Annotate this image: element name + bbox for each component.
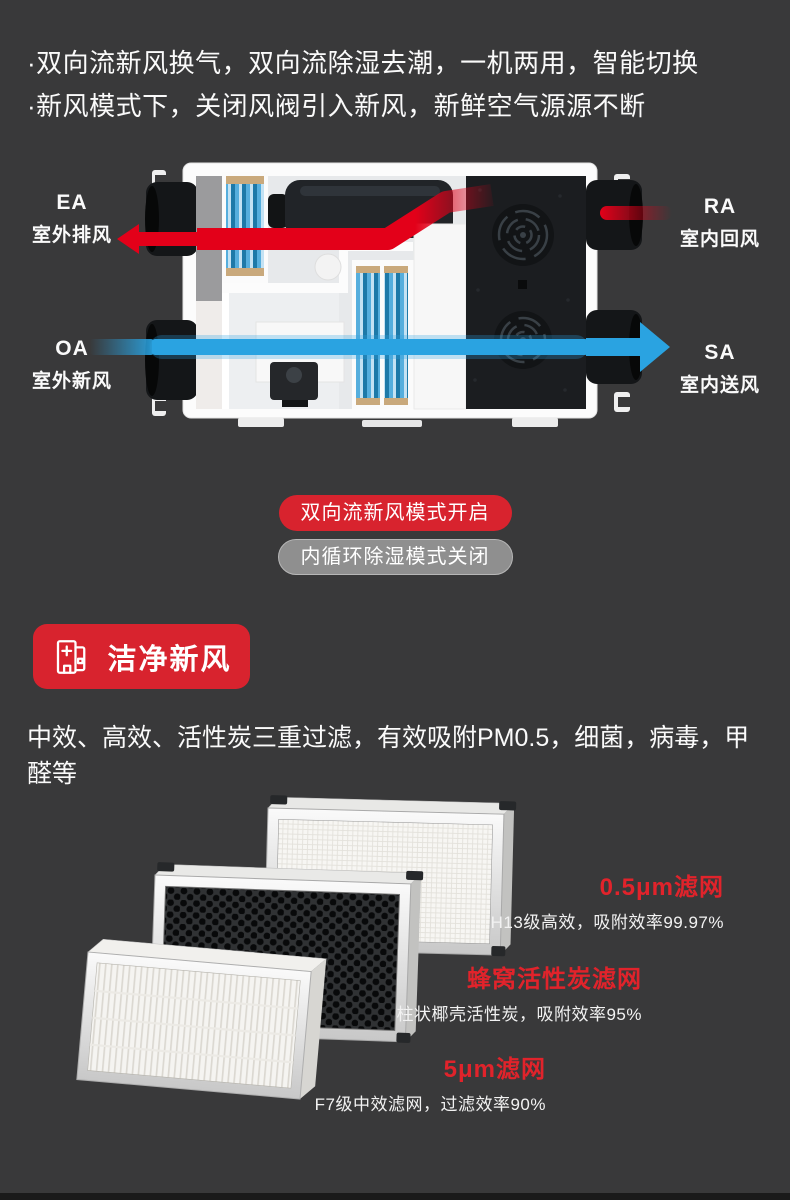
filter-detail: 柱状椰壳活性炭，吸附效率95% <box>396 1005 642 1024</box>
port-label-ea: EA 室外排风 <box>26 190 118 248</box>
mode-status: 双向流新风模式开启 内循环除湿模式关闭 <box>0 495 790 583</box>
port-name: 室内回风 <box>679 229 760 250</box>
ea-arrow <box>117 224 197 254</box>
port-code: EA <box>56 191 88 214</box>
bottom-divider <box>0 1193 790 1200</box>
intro-line-1: ·双向流新风换气，双向流除湿去潮，一机两用，智能切换 <box>27 48 699 78</box>
port-name: 室内送风 <box>679 375 760 396</box>
filter-detail: F7级中效滤网，过滤效率90% <box>314 1095 546 1114</box>
ventilation-unit-illustration <box>90 162 672 427</box>
filter-label-carbon: 蜂窝活性炭滤网 柱状椰壳活性炭，吸附效率95% <box>396 966 642 1025</box>
port-code: RA <box>703 195 737 218</box>
heat-exchanger-coil-2 <box>352 260 414 409</box>
port-code: SA <box>704 341 736 364</box>
interior-components <box>196 172 586 410</box>
fan-panel <box>466 176 586 409</box>
port-name: 室外新风 <box>31 371 112 392</box>
filter-title: 0.5μm滤网 <box>599 874 724 901</box>
port-code: OA <box>55 337 89 360</box>
filter-showcase: 0.5μm滤网 H13级高效，吸附效率99.97% 蜂窝活性炭滤网 柱状椰壳活性… <box>0 780 790 1150</box>
mode-pill-dehumidify-off: 内循环除湿模式关闭 <box>277 539 513 575</box>
intro-line-2: ·新风模式下，关闭风阀引入新风，新鲜空气源源不断 <box>27 91 646 121</box>
sa-arrow <box>586 322 670 372</box>
exhaust-airflow-path <box>197 184 494 250</box>
port-label-ra: RA 室内回风 <box>676 194 764 252</box>
port-label-oa: OA 室外新风 <box>26 336 118 394</box>
blower-inlet <box>314 253 342 281</box>
feature-description: 中效、高效、活性炭三重过滤，有效吸附PM0.5，细菌，病毒，甲醛等 <box>27 724 750 788</box>
badge-label: 洁净新风 <box>107 643 232 676</box>
clean-air-badge: 洁净新风 <box>33 624 250 689</box>
airflow-diagram: EA 室外排风 OA 室外新风 RA 室内回风 SA 室内送风 <box>0 150 790 450</box>
filter-medium-efficiency <box>76 939 327 1100</box>
supply-airflow-path <box>152 339 588 355</box>
filter-detail: H13级高效，吸附效率99.97% <box>490 913 724 932</box>
filter-title: 5μm滤网 <box>443 1056 546 1083</box>
ra-arrow <box>600 206 672 220</box>
air-purifier-building-icon <box>57 639 86 674</box>
oa-arrow <box>90 339 154 355</box>
filter-title: 蜂窝活性炭滤网 <box>467 966 642 993</box>
port-name: 室外排风 <box>31 225 112 246</box>
port-label-sa: SA 室内送风 <box>676 340 764 398</box>
mode-pill-fresh-air-on: 双向流新风模式开启 <box>278 495 512 531</box>
filter-label-medium: 5μm滤网 F7级中效滤网，过滤效率90% <box>315 1056 546 1115</box>
filter-label-hepa: 0.5μm滤网 H13级高效，吸附效率99.97% <box>491 874 724 933</box>
heat-exchanger-coil-1 <box>222 172 268 284</box>
filter-stack-illustration <box>76 795 517 1100</box>
intro-copy: ·双向流新风换气，双向流除湿去潮，一机两用，智能切换 ·新风模式下，关闭风阀引入… <box>27 42 699 128</box>
